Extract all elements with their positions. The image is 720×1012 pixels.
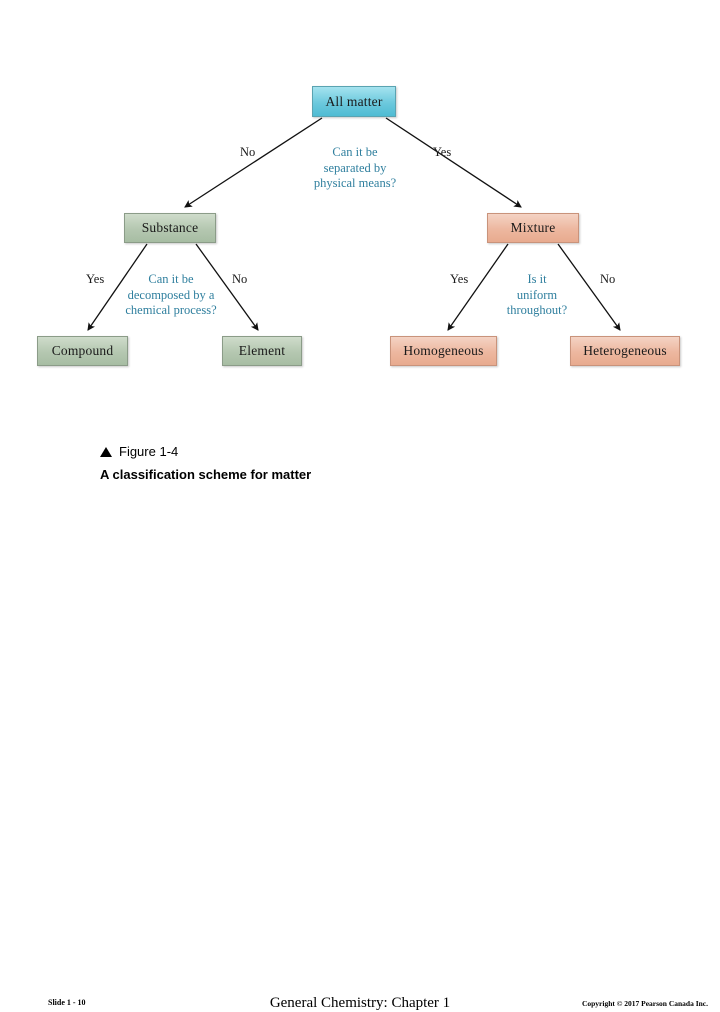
question-line: separated by (323, 160, 387, 175)
question-line: Can it be (148, 272, 194, 286)
question-line: chemical process? (125, 303, 217, 317)
node-element[interactable]: Element (222, 336, 302, 366)
figure-caption-line: Figure 1-4 (100, 443, 620, 460)
node-all-matter-label: All matter (325, 93, 383, 109)
connector-matter-to-substance (184, 117, 323, 208)
edge-label-substance-no: No (232, 272, 248, 286)
node-all-matter[interactable]: All matter (312, 86, 396, 117)
triangle-up-icon (100, 446, 112, 457)
question-separated-by-physical-means: Can it be separated by physical means? (290, 145, 420, 192)
node-compound-label: Compound (51, 343, 114, 358)
question-line: Is it (527, 272, 547, 286)
figure-caption: Figure 1-4 A classification scheme for m… (100, 443, 620, 483)
edge-label-mixture-no: No (600, 272, 616, 286)
connector-substance-to-element (195, 243, 259, 331)
edge-label-matter-no: No (240, 145, 256, 159)
node-compound[interactable]: Compound (37, 336, 128, 366)
connector-substance-to-compound (87, 243, 148, 331)
node-mixture[interactable]: Mixture (487, 213, 579, 243)
node-homogeneous[interactable]: Homogeneous (390, 336, 497, 366)
edge-label-substance-yes: Yes (86, 272, 105, 286)
question-uniform-throughout: Is it uniform throughout? (489, 272, 585, 319)
flowchart-connectors (87, 117, 621, 331)
question-line: throughout? (506, 303, 568, 317)
node-heterogeneous-label: Heterogeneous (583, 343, 667, 358)
figure-title: A classification scheme for matter (100, 467, 312, 482)
classification-flowchart: All matter Substance Mixture Compound El… (0, 0, 720, 430)
connector-matter-to-mixture (385, 117, 522, 208)
node-mixture-label: Mixture (510, 220, 556, 235)
figure-number: Figure 1-4 (119, 444, 179, 459)
question-decomposed-by-chemical-process: Can it be decomposed by a chemical proce… (107, 272, 235, 319)
question-line: physical means? (313, 176, 397, 190)
question-line: uniform (516, 287, 558, 302)
slide-footer: Slide 1 - 10 General Chemistry: Chapter … (0, 495, 720, 1011)
node-substance-label: Substance (141, 220, 199, 235)
node-element-label: Element (238, 343, 286, 358)
question-line: decomposed by a (127, 287, 215, 302)
copyright-notice: Copyright © 2017 Pearson Canada Inc. (581, 999, 708, 1008)
edge-label-mixture-yes: Yes (450, 272, 469, 286)
connector-mixture-to-homogeneous (447, 243, 509, 331)
question-line: Can it be (332, 145, 378, 159)
edge-label-matter-yes: Yes (433, 145, 452, 159)
node-heterogeneous[interactable]: Heterogeneous (570, 336, 680, 366)
node-homogeneous-label: Homogeneous (403, 343, 484, 358)
node-substance[interactable]: Substance (124, 213, 216, 243)
connector-mixture-to-heterogeneous (557, 243, 621, 331)
